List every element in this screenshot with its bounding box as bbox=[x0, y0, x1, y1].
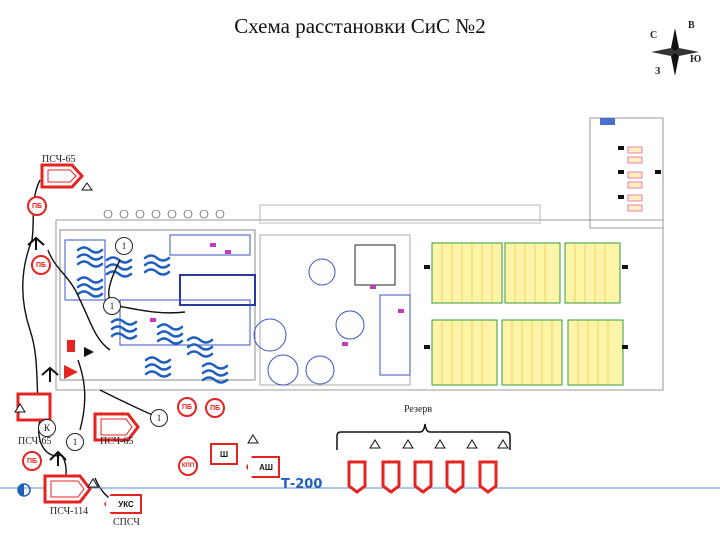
water-curtains bbox=[76, 246, 229, 384]
north-gate bbox=[600, 118, 615, 125]
label-reserve: Резерв bbox=[404, 404, 433, 415]
compass-rose-icon bbox=[651, 28, 699, 76]
position-1-c: 1 bbox=[150, 409, 168, 427]
reserve-brace bbox=[336, 423, 511, 450]
label-psch114: ПСЧ-114 bbox=[50, 506, 89, 517]
compass-south: Ю bbox=[690, 54, 702, 65]
north-building bbox=[589, 117, 664, 229]
label-t200: Т-200 bbox=[281, 477, 323, 492]
tank-grid-lines bbox=[441, 243, 609, 385]
pb-marker-4: ПБ bbox=[177, 397, 197, 417]
pb-marker-5: ПБ bbox=[205, 398, 225, 418]
reserve-vehicle-1 bbox=[347, 460, 367, 494]
fire-engine-psch114 bbox=[43, 474, 92, 504]
label-spsch: СПСЧ bbox=[113, 517, 140, 528]
label-psch65-top: ПСЧ-65 bbox=[42, 154, 76, 165]
site-boundary bbox=[55, 219, 664, 391]
pb-marker-2: ПБ bbox=[31, 255, 51, 275]
diagram-title: Схема расстановки СиС №2 bbox=[234, 14, 486, 38]
process-units bbox=[59, 229, 411, 386]
reserve-vehicle-5 bbox=[478, 460, 498, 494]
pb-marker-3: ПБ bbox=[22, 451, 42, 471]
ash-marker: АШ bbox=[246, 456, 280, 478]
north-strip bbox=[259, 204, 541, 224]
position-k: К bbox=[38, 419, 56, 437]
sh-marker: Ш bbox=[210, 443, 238, 465]
uks-marker: УКС bbox=[104, 494, 142, 514]
kpp-marker: КПП bbox=[178, 456, 198, 476]
hydrants bbox=[424, 146, 661, 349]
reserve-vehicle-4 bbox=[445, 460, 465, 494]
equipment-magenta bbox=[150, 243, 404, 346]
north-building-cells bbox=[627, 146, 643, 212]
label-psch65-mid: ПСЧ-65 bbox=[100, 436, 134, 447]
label-psch65-left: ПСЧ-65 bbox=[18, 436, 52, 447]
reserve-vehicle-2 bbox=[381, 460, 401, 494]
position-1-d: 1 bbox=[66, 433, 84, 451]
pb-marker-1: ПБ bbox=[27, 196, 47, 216]
cooling-fans bbox=[103, 209, 225, 219]
position-1-a: 1 bbox=[115, 237, 133, 255]
fire-engine-psch65-left bbox=[16, 392, 52, 422]
compass-east: В bbox=[688, 20, 695, 31]
reserve-vehicle-3 bbox=[413, 460, 433, 494]
compass-north: С bbox=[650, 30, 658, 41]
position-1-b: 1 bbox=[103, 297, 121, 315]
compass-west: З bbox=[655, 66, 661, 77]
